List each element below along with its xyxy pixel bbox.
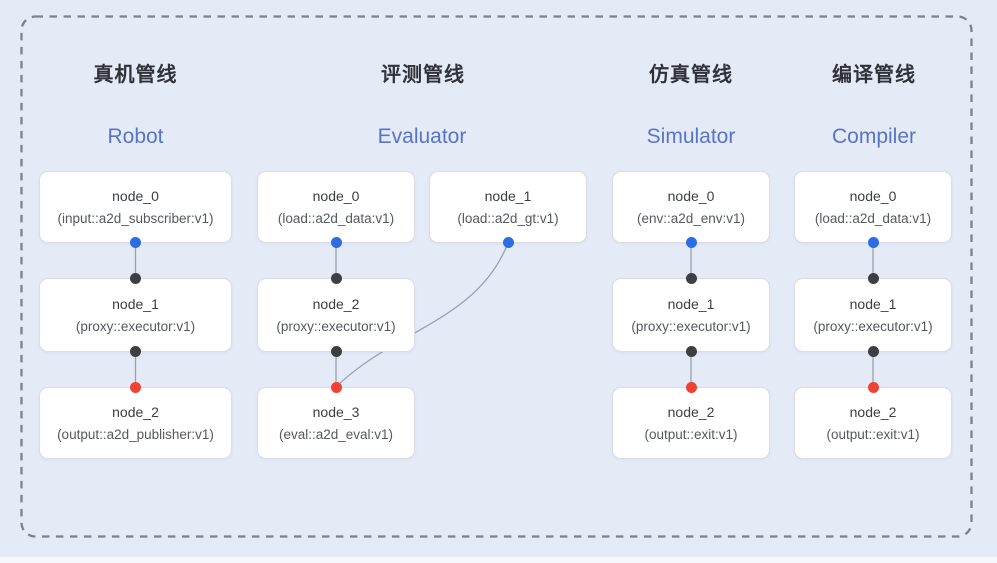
node-name: node_1 bbox=[484, 188, 532, 204]
node-name: node_0 bbox=[849, 188, 897, 204]
node-detail: (input::a2d_subscriber:v1) bbox=[57, 211, 214, 226]
column-title-simulator-en: Simulator bbox=[646, 125, 736, 148]
node-detail: (load::a2d_data:v1) bbox=[814, 211, 932, 226]
input-port-dot bbox=[685, 382, 697, 393]
dashed-frame bbox=[20, 15, 973, 538]
node-detail: (proxy::executor:v1) bbox=[276, 319, 396, 334]
output-port-dot bbox=[330, 346, 342, 357]
node-detail: (eval::a2d_eval:v1) bbox=[278, 427, 394, 442]
node-detail: (load::a2d_gt:v1) bbox=[457, 211, 559, 226]
node-name: node_2 bbox=[849, 404, 897, 420]
node-name: node_2 bbox=[667, 404, 715, 420]
node-name: node_2 bbox=[312, 296, 360, 312]
node-compiler-1: node_1 (proxy::executor:v1) bbox=[794, 273, 952, 357]
node-name: node_0 bbox=[112, 188, 159, 204]
bottom-edge-strip bbox=[0, 557, 997, 563]
input-port-dot bbox=[330, 273, 342, 284]
node-evaluator-1: node_1 (load::a2d_gt:v1) bbox=[429, 171, 587, 248]
output-port-dot bbox=[867, 237, 879, 248]
node-name: node_0 bbox=[667, 188, 715, 204]
input-port-dot bbox=[685, 273, 697, 284]
node-simulator-0: node_0 (env::a2d_env:v1) bbox=[612, 171, 770, 248]
node-name: node_1 bbox=[112, 296, 159, 312]
node-evaluator-2: node_2 (proxy::executor:v1) bbox=[257, 273, 415, 357]
node-name: node_0 bbox=[312, 188, 360, 204]
column-title-evaluator-en: Evaluator bbox=[377, 125, 467, 148]
input-port-dot bbox=[130, 382, 141, 393]
input-port-dot bbox=[330, 382, 342, 393]
node-simulator-2: node_2 (output::exit:v1) bbox=[612, 382, 770, 459]
node-robot-0: node_0 (input::a2d_subscriber:v1) bbox=[39, 171, 232, 248]
node-detail: (output::exit:v1) bbox=[826, 427, 920, 442]
output-port-dot bbox=[130, 237, 141, 248]
node-robot-2: node_2 (output::a2d_publisher:v1) bbox=[39, 382, 232, 459]
node-evaluator-3: node_3 (eval::a2d_eval:v1) bbox=[257, 382, 415, 459]
input-port-dot bbox=[867, 382, 879, 393]
node-simulator-1: node_1 (proxy::executor:v1) bbox=[612, 273, 770, 357]
node-name: node_3 bbox=[312, 404, 360, 420]
column-title-compiler-zh: 编译管线 bbox=[832, 64, 916, 86]
input-port-dot bbox=[130, 273, 141, 284]
node-detail: (output::a2d_publisher:v1) bbox=[57, 427, 214, 442]
output-port-dot bbox=[502, 237, 514, 248]
output-port-dot bbox=[685, 237, 697, 248]
column-title-evaluator-zh: 评测管线 bbox=[381, 64, 465, 86]
node-robot-1: node_1 (proxy::executor:v1) bbox=[39, 273, 232, 357]
edge-evaluator-1-3 bbox=[336, 242, 509, 387]
node-name: node_1 bbox=[667, 296, 715, 312]
edge-group bbox=[134, 242, 874, 387]
node-name: node_2 bbox=[112, 404, 159, 420]
node-detail: (proxy::executor:v1) bbox=[813, 319, 933, 334]
node-name: node_1 bbox=[849, 296, 897, 312]
column-title-robot-en: Robot bbox=[107, 125, 164, 148]
output-port-dot bbox=[130, 346, 141, 357]
output-port-dot bbox=[330, 237, 342, 248]
column-title-robot-zh: 真机管线 bbox=[93, 64, 178, 86]
node-compiler-2: node_2 (output::exit:v1) bbox=[794, 382, 952, 459]
node-detail: (proxy::executor:v1) bbox=[75, 319, 196, 334]
output-port-dot bbox=[685, 346, 697, 357]
column-title-compiler-en: Compiler bbox=[831, 125, 917, 148]
node-detail: (env::a2d_env:v1) bbox=[636, 211, 746, 226]
node-detail: (output::exit:v1) bbox=[644, 427, 738, 442]
node-detail: (load::a2d_data:v1) bbox=[277, 211, 395, 226]
column-title-simulator-zh: 仿真管线 bbox=[649, 64, 733, 86]
input-port-dot bbox=[867, 273, 879, 284]
node-detail: (proxy::executor:v1) bbox=[631, 319, 751, 334]
output-port-dot bbox=[867, 346, 879, 357]
node-compiler-0: node_0 (load::a2d_data:v1) bbox=[794, 171, 952, 248]
node-evaluator-0: node_0 (load::a2d_data:v1) bbox=[257, 171, 415, 248]
